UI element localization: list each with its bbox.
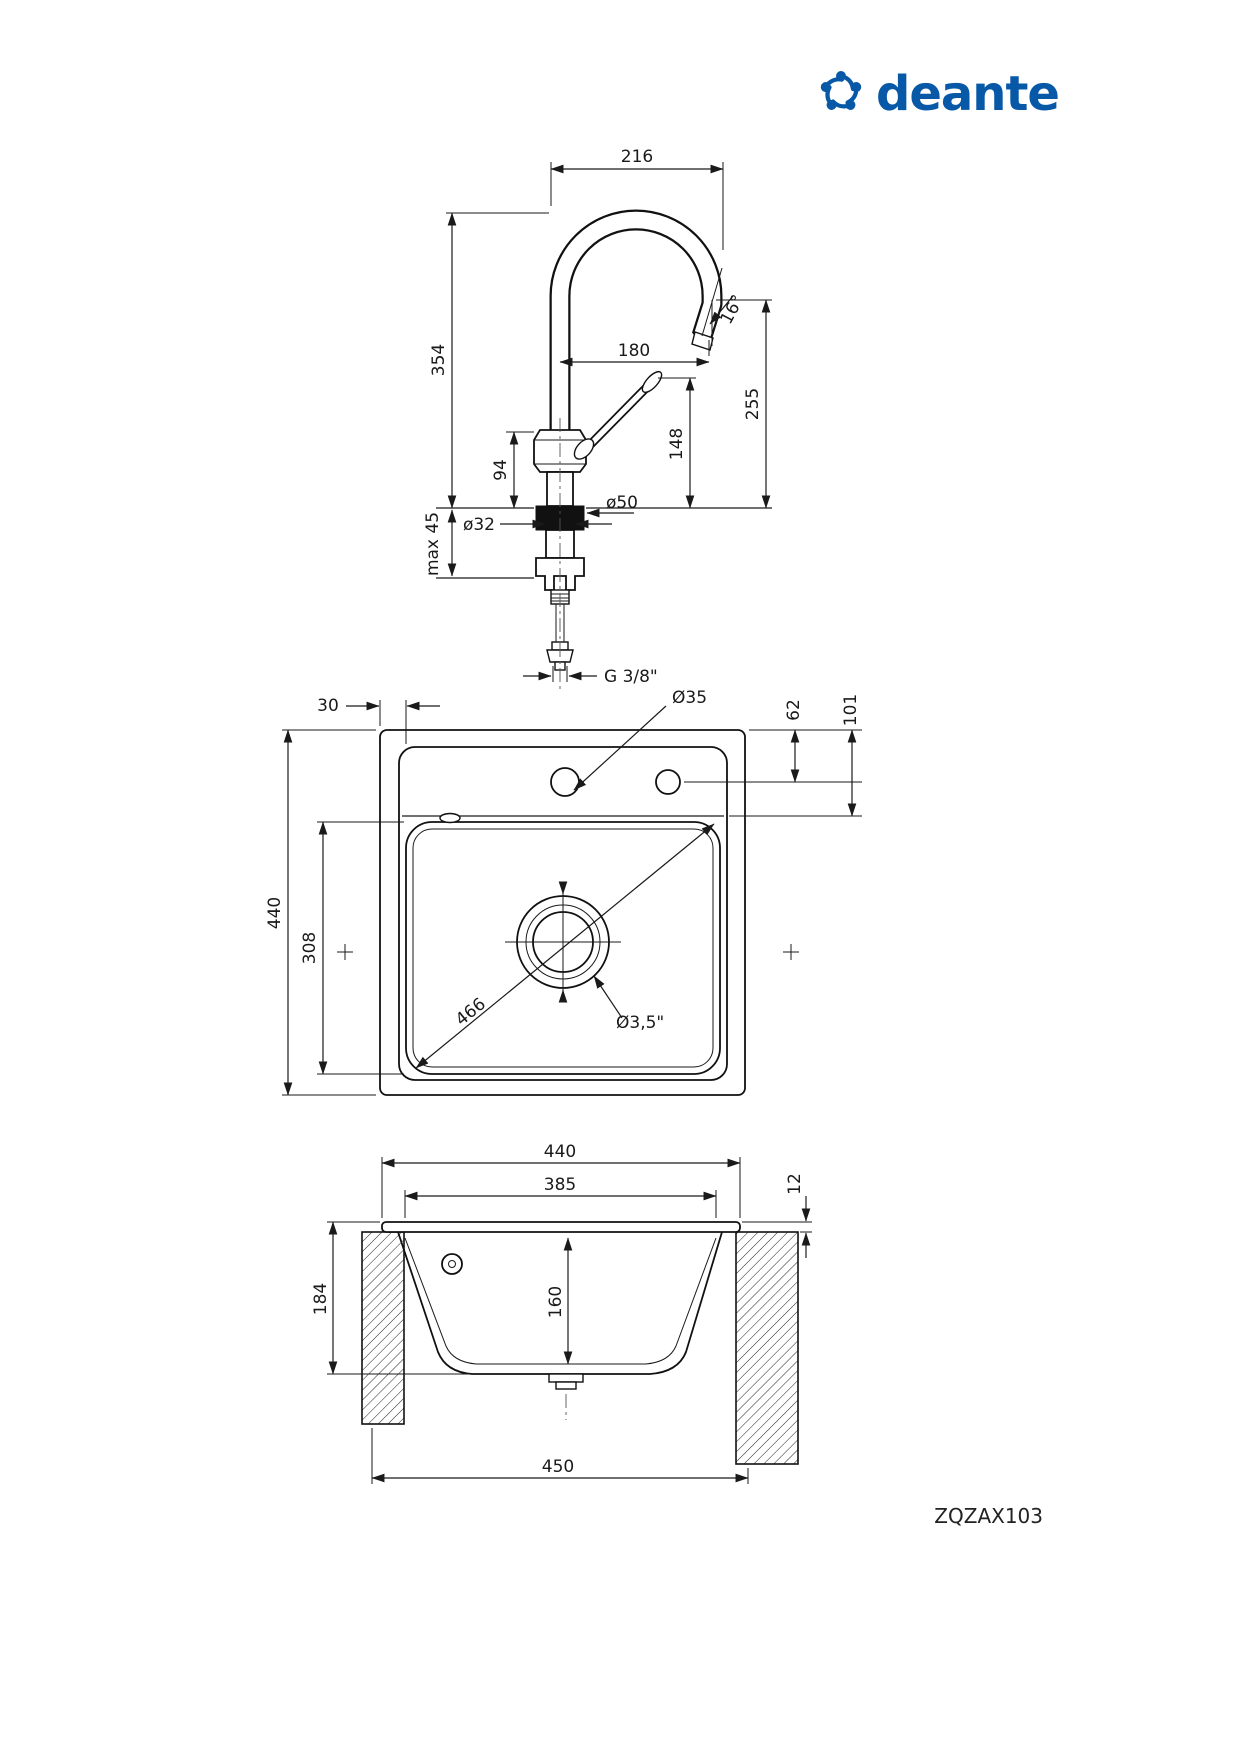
dim-bowl-length: 308 — [300, 821, 404, 1075]
dim-drain-size: Ø3,5" — [593, 975, 664, 1033]
sink-rim-section — [381, 1221, 741, 1233]
sink-rim — [398, 746, 728, 1081]
overflow-hole — [439, 812, 461, 824]
brand-mark-icon — [820, 71, 862, 110]
faucet-aerator — [691, 331, 714, 351]
bowl-inner-wall — [404, 1237, 717, 1365]
centre-tick-right — [783, 944, 799, 960]
dim-hole-offsets: 62 101 — [684, 694, 862, 817]
dim-base-diameter: ø50 — [586, 493, 638, 518]
dim-label-spout-outlet-height: 255 — [743, 388, 763, 420]
dim-bowl-depth: 160 — [546, 1237, 573, 1365]
tap-hole-left — [550, 767, 580, 797]
faucet-handle-paddle — [641, 370, 663, 394]
dim-label-handle-height: 148 — [667, 428, 687, 460]
dim-label-bowl-diagonal: 466 — [452, 994, 490, 1030]
dim-label-bowl-width: 385 — [544, 1175, 576, 1195]
dim-label-bowl-length: 308 — [300, 932, 320, 964]
dim-label-shank-diameter: ø32 — [463, 515, 495, 535]
dim-body-height: 94 — [491, 431, 534, 509]
sink-section-view: 440 385 12 184 160 — [311, 1142, 812, 1484]
brand-name: deante — [876, 66, 1059, 122]
dim-label-hole-offset-a: 62 — [784, 699, 804, 721]
dim-rim-height: 12 — [742, 1173, 812, 1258]
sink-bowl — [405, 821, 721, 1075]
sink-plan-view: 30 440 308 466 Ø35 — [265, 688, 862, 1096]
dim-bowl-diagonal: 466 — [415, 823, 715, 1069]
dim-label-base-diameter: ø50 — [606, 493, 638, 513]
dim-tap-hole-diameter: Ø35 — [573, 688, 707, 791]
dim-label-height-total: 354 — [429, 344, 449, 376]
dim-max-mounting: max 45 — [423, 509, 457, 577]
dim-label-drain-size: Ø3,5" — [616, 1013, 664, 1033]
dim-overall-size: 440 — [265, 729, 376, 1096]
dim-label-rim-offset: 30 — [317, 696, 339, 716]
dim-section-overall-width: 440 — [381, 1142, 741, 1218]
dim-label-body-height: 94 — [491, 459, 511, 481]
dim-shank-diameter: ø32 — [463, 515, 612, 535]
dim-label-hole-offset-b: 101 — [841, 694, 861, 726]
tap-hole-right — [655, 769, 681, 795]
dim-label-max-mounting: max 45 — [423, 512, 443, 576]
countertop-left — [361, 1231, 405, 1425]
dim-label-spout-reach: 180 — [618, 341, 650, 361]
faucet-handle-pivot — [573, 438, 595, 460]
dim-spout-width: 216 — [550, 147, 724, 250]
dim-label-depth-overall: 184 — [311, 1283, 331, 1315]
dim-bowl-width: 385 — [404, 1175, 717, 1218]
faucet-side-view: 216 354 max 45 180 255 148 — [423, 147, 772, 690]
dim-label-cabinet-width: 450 — [542, 1457, 574, 1477]
dim-depth-overall: 184 — [311, 1221, 470, 1375]
dim-rim-offset: 30 — [317, 696, 440, 744]
dim-spout-outlet-height: 255 — [716, 299, 772, 509]
dim-spout-reach: 180 — [559, 340, 710, 367]
sink-outer-edge — [379, 729, 746, 1096]
model-number: ZQZAX103 — [934, 1504, 1043, 1528]
dim-label-bowl-depth: 160 — [546, 1286, 566, 1318]
dim-label-overall-size: 440 — [265, 897, 285, 929]
dim-thread: G 3/8" — [523, 666, 658, 687]
section-tap-hole — [441, 1253, 463, 1275]
dim-label-section-overall-width: 440 — [544, 1142, 576, 1162]
dim-label-rim-height: 12 — [785, 1173, 805, 1195]
dim-label-thread: G 3/8" — [604, 667, 658, 687]
dim-height-total: 354 — [429, 212, 549, 509]
countertop-right — [735, 1231, 799, 1465]
drain-fitting — [548, 1373, 584, 1383]
dim-label-tap-hole-diameter: Ø35 — [672, 688, 707, 708]
dim-handle-height: 148 — [658, 377, 696, 509]
dim-cabinet-width: 450 — [371, 1428, 749, 1484]
dim-label-spout-width: 216 — [621, 147, 653, 167]
centre-tick-left — [337, 944, 353, 960]
brand-logo: deante — [820, 66, 1060, 122]
